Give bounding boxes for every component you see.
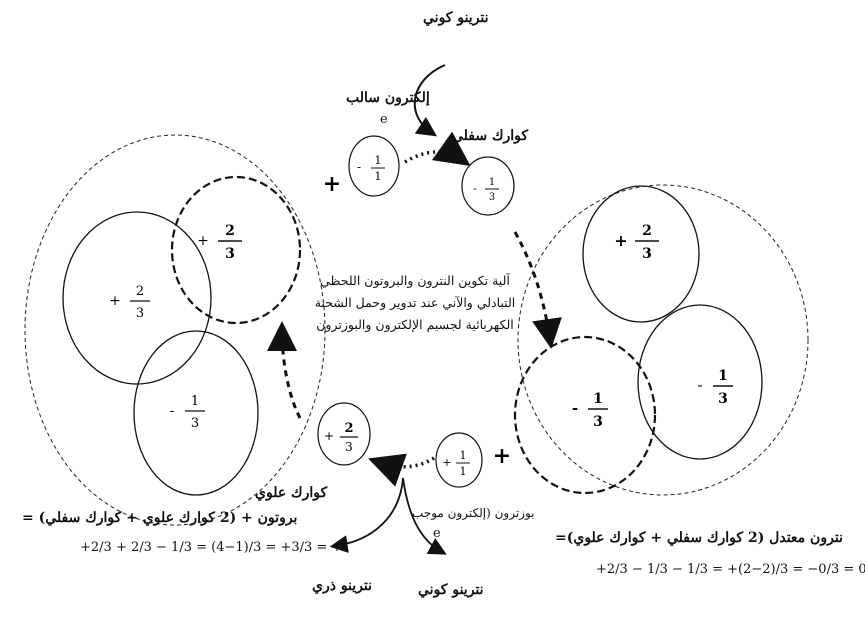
svg-text:2: 2 [642,223,652,239]
svg-text:1: 1 [718,368,728,384]
svg-text:1: 1 [191,394,199,409]
label-negative-electron: إلكترون سالب [346,90,430,106]
svg-text:1: 1 [460,465,467,478]
charge-electron: - 1 1 [357,154,385,183]
svg-text:3: 3 [136,306,144,321]
charge-positron: + 1 1 [442,449,470,478]
svg-text:-: - [473,182,477,195]
proton-down-quark [133,330,259,496]
arrow-electron-to-down [404,131,471,167]
svg-text:+: + [442,456,451,469]
label-up-quark: كوارك علوي [255,485,328,501]
arrow-neutrino-out-left [329,477,404,554]
svg-text:+: + [614,231,627,250]
description-line: الكهربائية لجسيم الإلكترون والبوزترون [316,317,514,332]
positron-circle [435,432,483,488]
electron-circle [348,135,400,197]
svg-text:3: 3 [718,391,728,407]
proton-up-quark-2 [170,175,302,325]
svg-text:3: 3 [593,414,603,430]
svg-text:+: + [109,293,121,309]
svg-text:2: 2 [136,284,144,299]
svg-text:2: 2 [344,421,353,436]
svg-text:1: 1 [375,154,382,167]
charge-proton-down: - 1 3 [170,394,205,431]
label-down-quark: كوارك سفلي [452,128,529,144]
arrow-up-to-proton [267,321,302,419]
svg-text:3: 3 [642,246,652,262]
svg-text:1: 1 [593,391,603,407]
mechanism-description: آلية تكوين النترون والبروتون اللحظي التب… [300,270,530,336]
charge-neutron-down-1: - 1 3 [697,368,733,407]
label-positron: بوزترون (إلكترون موجب [412,506,535,520]
neutron-down-quark-1 [637,304,763,460]
svg-text:1: 1 [489,177,495,188]
proton-caption: بروتون + (2 كوارك علوي + كوارك سفلي) = [22,510,298,526]
charge-proton-up-1: + 2 3 [109,284,150,321]
description-line: التبادلي والآني عند تدوير وحمل الشحنة [314,295,516,310]
svg-text:1: 1 [460,449,467,462]
proton-outline [24,134,326,526]
arrow-positron-to-up [368,453,435,487]
charge-neutron-down-2: - 1 3 [572,391,608,430]
neutron-caption: نترون معتدل (2 كوارك سفلي + كوارك علوي)= [555,530,843,546]
charge-proton-up-2: + 2 3 [197,223,242,262]
svg-text:3: 3 [191,416,199,431]
label-cosmic-neutrino-bottom: نترينو كوني [418,582,484,598]
svg-text:3: 3 [489,192,495,203]
svg-text:-: - [572,399,578,417]
svg-text:1: 1 [375,170,382,183]
neutron-up-quark [582,185,700,323]
svg-text:3: 3 [345,440,353,454]
proton-equation: +2/3 + 2/3 − 1/3 = (4−1)/3 = +3/3 = +1 [80,540,351,555]
charge-up-quark-small: + 2 3 [324,421,358,454]
arrow-neutrino-in [413,64,446,137]
neutron-down-quark-2 [513,335,657,495]
description-line: آلية تكوين النترون والبروتون اللحظي [320,273,510,288]
up-quark-small-circle [317,402,371,466]
svg-text:2: 2 [225,223,235,239]
arrow-down-to-neutron [513,231,562,349]
plus-top: + [323,171,341,197]
down-quark-small-circle [461,156,515,216]
charge-neutron-up: + 2 3 [614,223,659,262]
svg-text:-: - [697,376,702,394]
svg-text:-: - [357,160,361,174]
label-electron-symbol: e [380,112,388,127]
plus-bottom: + [493,443,511,469]
label-cosmic-neutrino-top: نترينو كوني [423,10,489,26]
charge-down-quark-small: - 1 3 [473,177,499,203]
label-positron-symbol: e [433,526,441,541]
svg-text:+: + [324,429,334,443]
proton-up-quark-1 [62,211,212,385]
svg-text:-: - [170,403,175,419]
neutron-equation: +2/3 − 1/3 − 1/3 = +(2−2)/3 = −0/3 = 0 [596,562,865,577]
neutron-outline [517,184,809,496]
svg-text:3: 3 [225,246,235,262]
arrow-neutrino-out-right [402,477,447,555]
svg-text:+: + [197,233,209,249]
label-atomic-neutrino: نترينو ذري [312,578,373,594]
